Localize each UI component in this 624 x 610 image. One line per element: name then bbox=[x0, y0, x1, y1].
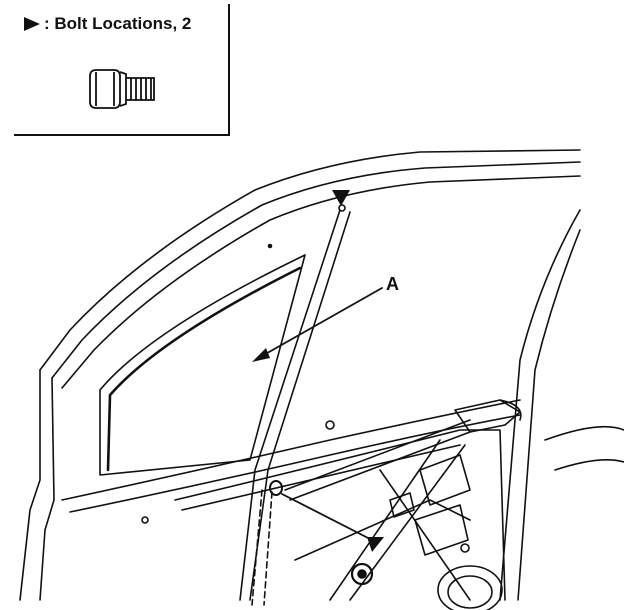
callout-a-label: A bbox=[386, 274, 399, 294]
window-glass-outline bbox=[99, 254, 306, 476]
bolt-location-marker-bottom bbox=[367, 537, 384, 552]
rear-door-curve bbox=[544, 425, 624, 441]
bolt-location-marker-top bbox=[332, 190, 350, 206]
pillar-dashed-1 bbox=[251, 489, 263, 606]
panel-cutout-1 bbox=[419, 454, 471, 506]
center-pillar-front bbox=[239, 209, 341, 601]
latch-bracket bbox=[454, 399, 521, 433]
callout-a-arrowhead bbox=[252, 348, 270, 362]
right-triangle-pointer-icon bbox=[24, 17, 40, 31]
flange-bolt-icon bbox=[89, 69, 155, 109]
regulator-arm-3 bbox=[294, 499, 471, 561]
speaker-inner bbox=[447, 575, 493, 609]
door-left-edge bbox=[19, 369, 41, 601]
panel-hole-1 bbox=[141, 516, 149, 524]
regulator-track bbox=[284, 419, 471, 491]
window-glass-edge bbox=[106, 266, 302, 472]
pillar-dashed-2 bbox=[263, 491, 273, 606]
center-pillar-rear bbox=[249, 211, 351, 601]
door-sash-inner-1 bbox=[51, 161, 581, 379]
rear-door-edge bbox=[499, 209, 581, 601]
inner-panel-lip bbox=[181, 444, 461, 511]
regulator-arm-2 bbox=[349, 444, 466, 601]
panel-cutout-3 bbox=[389, 492, 415, 518]
regulator-track-2 bbox=[289, 431, 471, 501]
callout-a-leader bbox=[261, 287, 383, 357]
upper-bolt bbox=[338, 204, 346, 212]
lower-bolt bbox=[269, 480, 283, 496]
panel-cutout-2 bbox=[414, 504, 469, 556]
panel-hole-4 bbox=[460, 543, 470, 553]
legend-box: : Bolt Locations, 2 bbox=[14, 4, 230, 136]
speaker-outline bbox=[437, 565, 503, 610]
inner-panel bbox=[174, 429, 506, 601]
door-sash-inner-2 bbox=[61, 175, 581, 389]
door-left-edge-inner bbox=[39, 377, 55, 601]
legend-text: : Bolt Locations, 2 bbox=[44, 14, 192, 33]
regulator-pulley-hub bbox=[357, 569, 367, 579]
latch-bracket-arm bbox=[499, 399, 522, 421]
panel-hole-3 bbox=[267, 243, 273, 249]
regulator-pulley bbox=[350, 562, 374, 586]
lower-bolt-leader bbox=[281, 493, 373, 541]
legend-row: : Bolt Locations, 2 bbox=[22, 14, 191, 34]
regulator-cross bbox=[379, 469, 471, 601]
door-sash-outer bbox=[39, 149, 581, 371]
rear-door-curve-2 bbox=[554, 458, 624, 471]
panel-hole-2 bbox=[325, 420, 335, 430]
belt-line-lower bbox=[69, 414, 521, 513]
rear-door-edge-inner bbox=[517, 229, 581, 601]
